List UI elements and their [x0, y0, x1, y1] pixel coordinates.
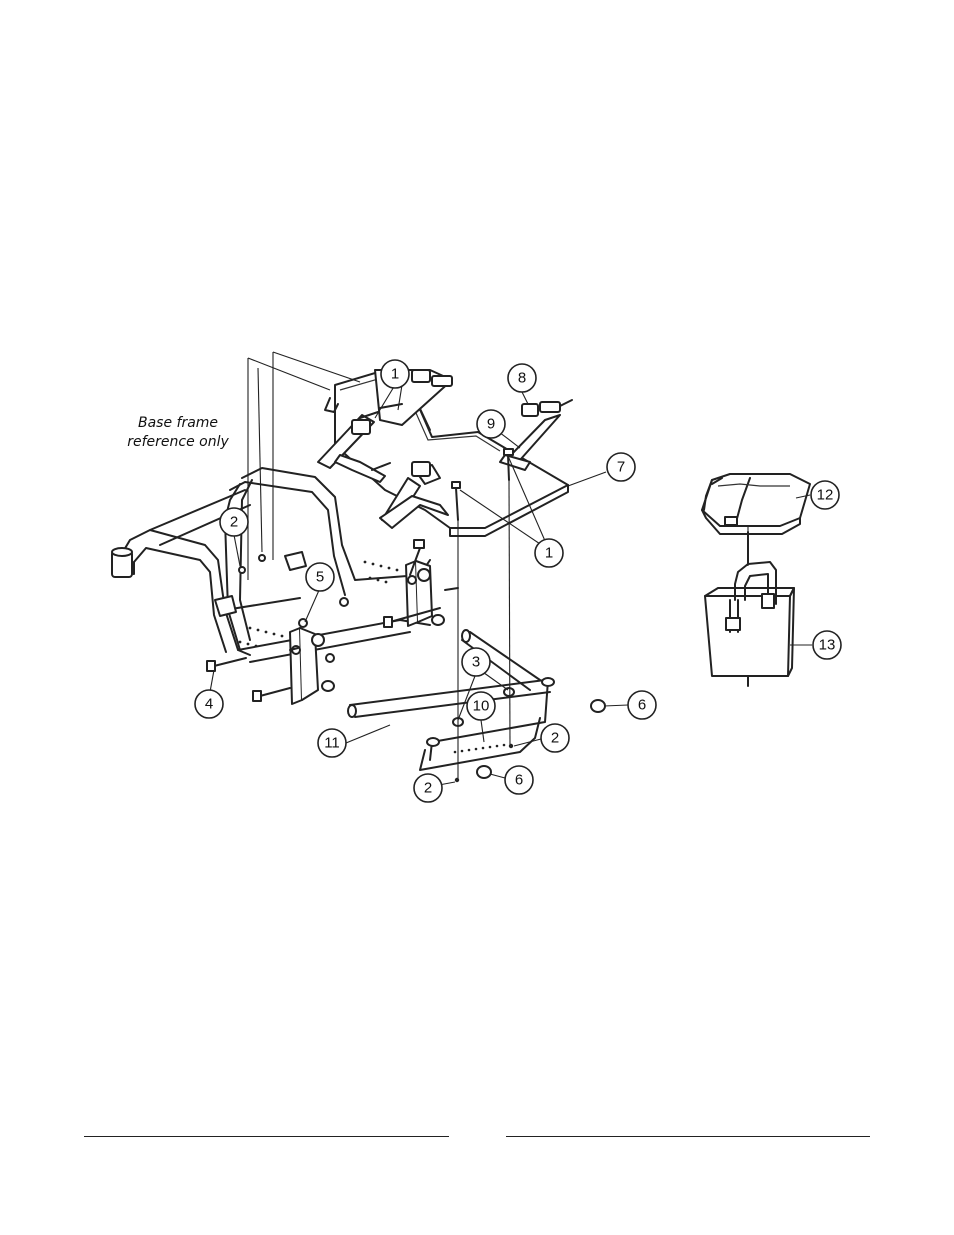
callout-label: 8	[518, 370, 526, 387]
battery-box	[704, 531, 795, 687]
buckle-part	[521, 399, 573, 417]
footer-rule-left	[84, 1136, 449, 1137]
base-frame	[111, 467, 431, 663]
callout-10: 10	[466, 691, 496, 721]
callout-1b: 1	[534, 538, 564, 568]
callout-label: 12	[817, 487, 834, 504]
callout-6b: 6	[504, 765, 534, 795]
note-line-2: reference only	[127, 434, 229, 450]
callout-4: 4	[194, 689, 224, 719]
callout-label: 11	[324, 735, 340, 752]
callout-13: 13	[812, 630, 842, 660]
callout-label: 2	[230, 514, 238, 531]
callout-6a: 6	[627, 690, 657, 720]
callout-label: 2	[551, 730, 559, 747]
callout-12: 12	[810, 480, 840, 510]
callout-label: 5	[316, 569, 324, 586]
callout-11: 11	[317, 728, 347, 758]
bolts-and-nuts	[206, 403, 514, 702]
callout-2c: 2	[413, 773, 443, 803]
callout-1a: 1	[380, 359, 410, 389]
callout-5: 5	[305, 562, 335, 592]
callout-3: 3	[461, 647, 491, 677]
callout-label: 4	[205, 696, 213, 713]
callout-7: 7	[606, 452, 636, 482]
callout-2a: 2	[219, 507, 249, 537]
callout-label: 7	[617, 459, 625, 476]
cross-tube-assembly	[347, 629, 606, 783]
callout-9: 9	[476, 409, 506, 439]
callout-label: 10	[473, 698, 490, 715]
callout-label: 3	[472, 654, 480, 671]
callout-leaders	[209, 384, 812, 788]
explode-lines	[247, 351, 749, 780]
note-line-1: Base frame	[138, 415, 218, 431]
callout-2b: 2	[540, 723, 570, 753]
callout-label: 9	[487, 416, 495, 433]
battery-lid	[701, 473, 811, 535]
callout-8: 8	[507, 363, 537, 393]
callout-label: 6	[638, 697, 646, 714]
callout-label: 1	[391, 366, 399, 383]
footer-rule-right	[506, 1136, 870, 1137]
callout-label: 1	[545, 545, 553, 562]
callout-label: 13	[819, 637, 836, 654]
callout-label: 2	[424, 780, 432, 797]
callout-label: 6	[515, 772, 523, 789]
